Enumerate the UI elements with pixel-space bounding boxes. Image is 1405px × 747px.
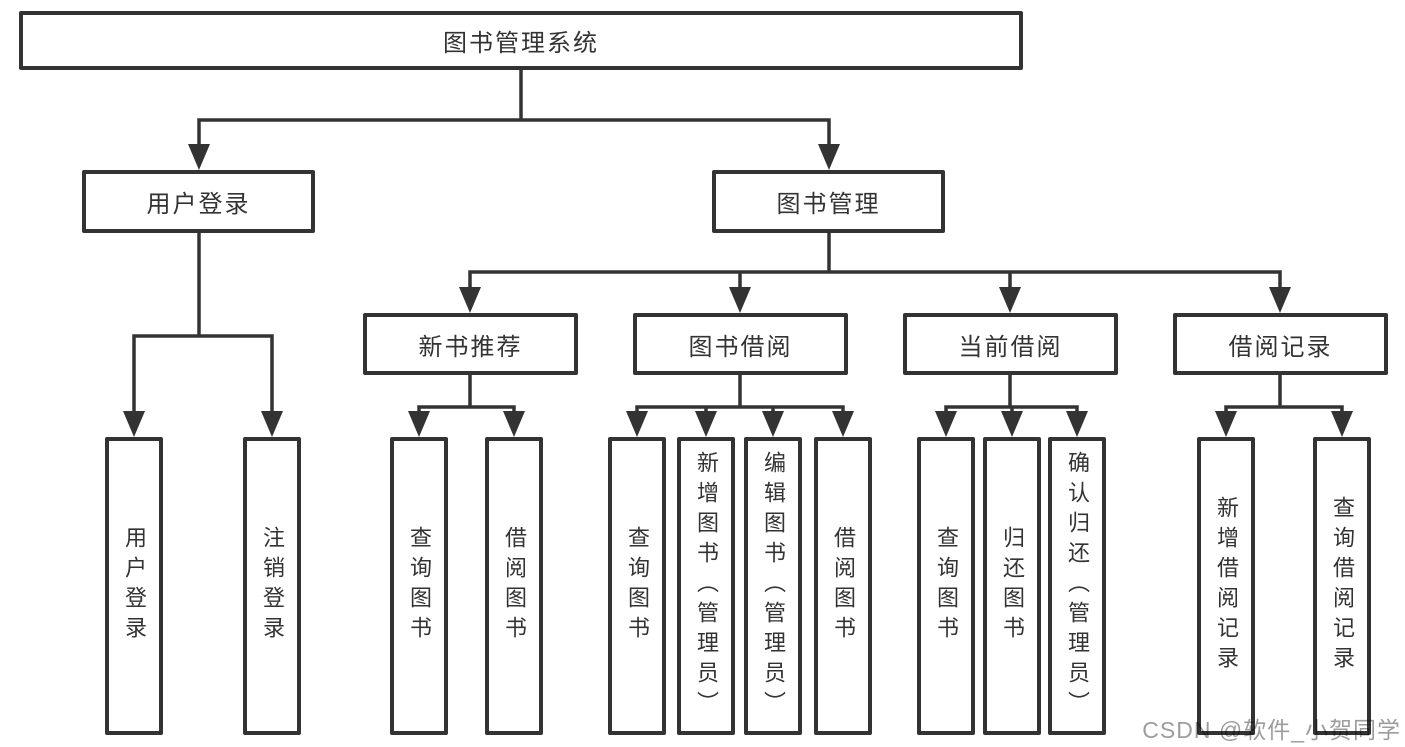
arrow-down-icon bbox=[626, 411, 648, 437]
arrow-down-icon bbox=[818, 144, 840, 170]
node-label: 编辑图书（管理员） bbox=[761, 451, 786, 721]
node-label: 确认归还（管理员） bbox=[1065, 451, 1090, 721]
arrow-down-icon bbox=[123, 411, 145, 437]
leaf-borrow-books-recommend: 借阅图书 bbox=[485, 437, 543, 735]
leaf-query-books-current: 查询图书 bbox=[917, 437, 975, 735]
arrow-down-icon bbox=[999, 287, 1021, 313]
node-label: 查询借阅记录 bbox=[1330, 496, 1355, 676]
arrow-down-icon bbox=[1215, 411, 1237, 437]
arrow-down-icon bbox=[1001, 411, 1023, 437]
node-book-borrow: 图书借阅 bbox=[633, 313, 848, 375]
leaf-query-books-borrow: 查询图书 bbox=[608, 437, 666, 735]
arrow-down-icon bbox=[1066, 411, 1088, 437]
arrow-down-icon bbox=[729, 287, 751, 313]
leaf-edit-book-admin: 编辑图书（管理员） bbox=[744, 437, 802, 735]
node-label: 当前借阅 bbox=[958, 333, 1063, 361]
node-label: 注销登录 bbox=[260, 526, 285, 646]
leaf-query-borrow-record: 查询借阅记录 bbox=[1313, 437, 1371, 735]
arrow-down-icon bbox=[503, 411, 525, 437]
leaf-query-books-recommend: 查询图书 bbox=[390, 437, 448, 735]
leaf-user-login: 用户登录 bbox=[105, 437, 163, 735]
leaf-add-book-admin: 新增图书（管理员） bbox=[677, 437, 735, 735]
node-label: 图书管理 bbox=[776, 191, 881, 218]
leaf-add-borrow-record: 新增借阅记录 bbox=[1197, 437, 1255, 735]
node-label: 借阅记录 bbox=[1228, 333, 1333, 361]
node-new-book-recommend: 新书推荐 bbox=[363, 313, 578, 375]
arrow-down-icon bbox=[695, 411, 717, 437]
node-label: 新增借阅记录 bbox=[1214, 496, 1239, 676]
node-label: 用户登录 bbox=[122, 526, 147, 646]
node-label: 新书推荐 bbox=[418, 333, 523, 361]
arrow-down-icon bbox=[935, 411, 957, 437]
arrow-down-icon bbox=[459, 287, 481, 313]
node-root: 图书管理系统 bbox=[19, 11, 1023, 70]
node-label: 借阅图书 bbox=[831, 526, 856, 646]
node-label: 图书管理系统 bbox=[443, 30, 599, 57]
node-label: 归还图书 bbox=[1000, 526, 1025, 646]
arrow-down-icon bbox=[1331, 411, 1353, 437]
node-label: 查询图书 bbox=[934, 526, 959, 646]
arrow-down-icon bbox=[762, 411, 784, 437]
csdn-watermark: CSDN @软件_小贺同学 bbox=[1142, 717, 1401, 743]
leaf-logout: 注销登录 bbox=[243, 437, 301, 735]
arrow-down-icon bbox=[408, 411, 430, 437]
node-user-login: 用户登录 bbox=[82, 170, 315, 233]
node-label: 图书借阅 bbox=[688, 333, 793, 361]
node-label: 新增图书（管理员） bbox=[694, 451, 719, 721]
leaf-return-book: 归还图书 bbox=[983, 437, 1041, 735]
node-label: 查询图书 bbox=[625, 526, 650, 646]
arrow-down-icon bbox=[1269, 287, 1291, 313]
arrow-down-icon bbox=[261, 411, 283, 437]
node-label: 借阅图书 bbox=[502, 526, 527, 646]
leaf-confirm-return-admin: 确认归还（管理员） bbox=[1048, 437, 1106, 735]
arrow-down-icon bbox=[188, 144, 210, 170]
node-borrow-records: 借阅记录 bbox=[1173, 313, 1388, 375]
arrow-down-icon bbox=[832, 411, 854, 437]
node-label: 用户登录 bbox=[146, 191, 251, 218]
leaf-borrow-books: 借阅图书 bbox=[814, 437, 872, 735]
node-label: 查询图书 bbox=[407, 526, 432, 646]
node-book-management: 图书管理 bbox=[712, 170, 945, 233]
node-current-borrow: 当前借阅 bbox=[903, 313, 1118, 375]
